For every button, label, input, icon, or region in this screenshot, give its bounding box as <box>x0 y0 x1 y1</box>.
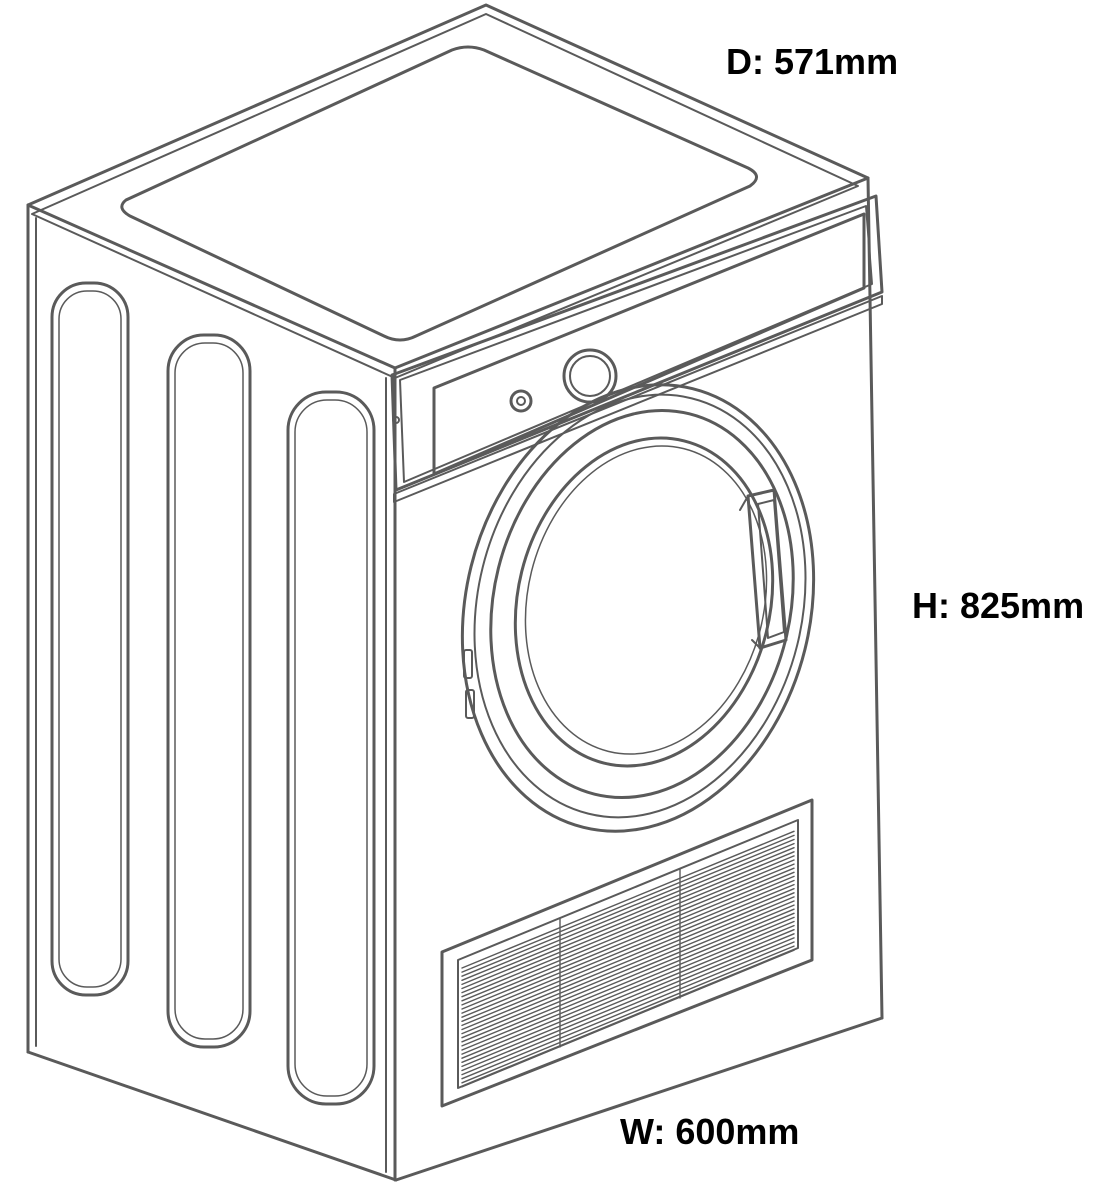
vent-slat <box>461 883 795 1022</box>
vent-slat <box>461 924 795 1064</box>
vent-slat <box>461 904 795 1043</box>
vent-slat <box>461 933 795 1072</box>
vent-grille <box>440 798 814 1108</box>
height-dimension-label: H: 825mm <box>912 585 1085 626</box>
vent-slat <box>461 892 795 1031</box>
vent-grille-slats <box>461 830 795 1088</box>
vent-slat <box>461 879 795 1018</box>
vent-slat <box>461 851 795 990</box>
vent-slat <box>461 871 795 1010</box>
depth-dimension-label: D: 571mm <box>726 41 899 82</box>
vent-slat <box>461 867 795 1006</box>
vent-slat <box>461 928 795 1068</box>
vent-slat <box>461 834 795 973</box>
door-hinge-upper <box>463 649 473 679</box>
side-panel-2 <box>166 333 252 1049</box>
side-panel-1 <box>50 281 130 997</box>
vent-slat <box>461 875 795 1014</box>
door <box>460 383 816 833</box>
vent-slat <box>461 859 795 998</box>
vent-slat <box>461 941 795 1080</box>
vent-slat <box>461 900 795 1039</box>
vent-slat <box>461 908 795 1047</box>
vent-slat <box>461 896 795 1035</box>
door-hinge-lower <box>465 689 475 719</box>
door-glass <box>513 436 775 768</box>
vent-slat <box>461 887 795 1027</box>
side-panel-3 <box>286 390 376 1106</box>
display-window <box>432 212 866 476</box>
door-handle <box>739 488 788 650</box>
vent-slat <box>461 842 795 981</box>
vent-slat <box>461 855 795 994</box>
vent-slat <box>461 863 795 1002</box>
vent-slat <box>461 846 795 986</box>
control-panel <box>390 194 884 503</box>
vent-slat <box>461 838 795 977</box>
vent-slat <box>461 937 795 1076</box>
vent-slat <box>461 912 795 1051</box>
cabinet-side <box>26 203 400 1182</box>
width-dimension-label: W: 600mm <box>620 1111 800 1152</box>
cabinet-front <box>394 176 884 1182</box>
vent-slat <box>461 916 795 1055</box>
vent-slat <box>461 830 795 969</box>
vent-slat <box>461 920 795 1059</box>
vent-slat <box>461 949 795 1088</box>
vent-slat <box>461 945 795 1084</box>
indicator-light <box>509 389 533 413</box>
